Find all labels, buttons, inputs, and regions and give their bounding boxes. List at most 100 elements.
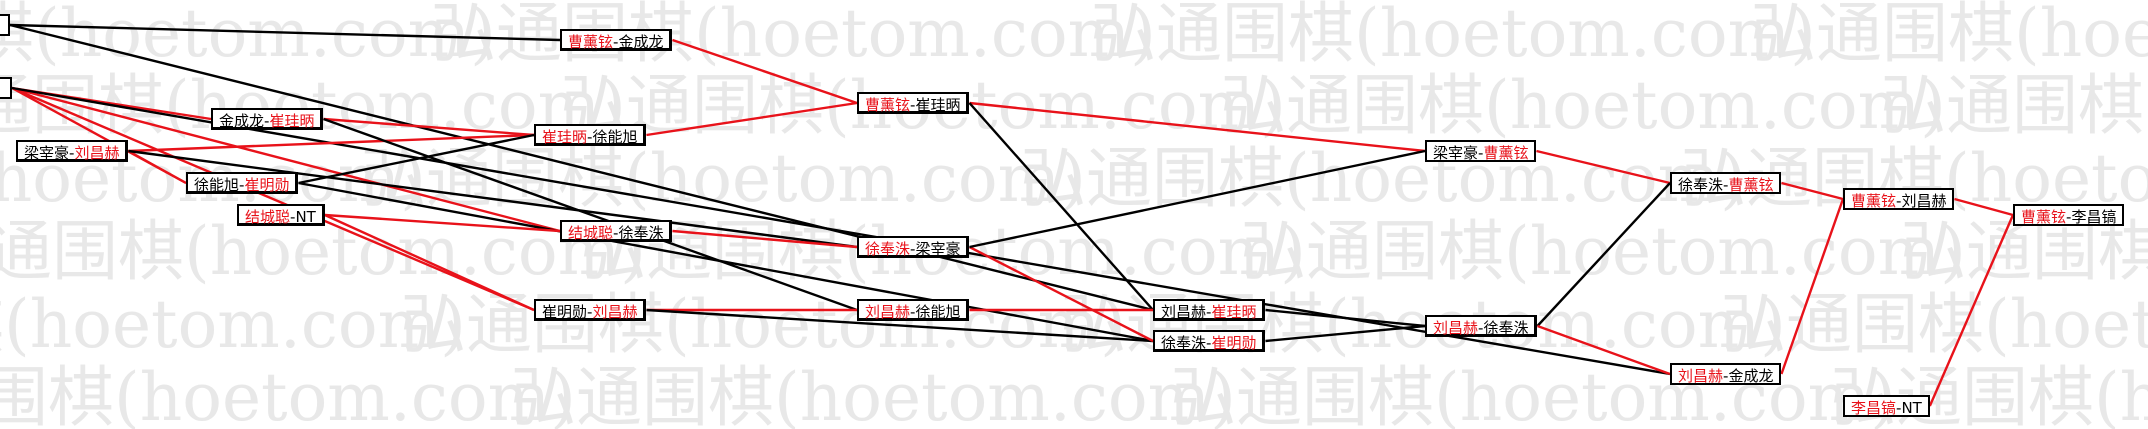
- player-2: 徐能旭: [592, 128, 638, 146]
- player-2: NT: [295, 208, 316, 226]
- match-m_e2: [0, 77, 12, 99]
- watermark-text: 弘通围棋(hoetom.com): [0, 67, 626, 144]
- bracket-line-m_s3-m_t2: [672, 229, 858, 249]
- player-2: 徐奉洙: [618, 224, 664, 242]
- bracket-line-m_x1-m_y: [1954, 197, 2014, 217]
- match-m_t2: 徐奉洙-梁宰豪: [857, 236, 970, 258]
- match-m_s3: 结城聪-徐奉洙: [560, 220, 673, 242]
- watermark-text: 弘通围棋(hoetom.com): [0, 286, 466, 363]
- player-2: NT: [1901, 399, 1922, 417]
- match-m_s4: 崔明勋-刘昌赫: [534, 299, 647, 321]
- match-m_s1: 曹薰铉-金成龙: [560, 29, 673, 51]
- player-1: 徐奉洙: [865, 240, 911, 258]
- player-1: 刘昌赫: [865, 303, 911, 321]
- player-1: 刘昌赫: [1433, 319, 1479, 337]
- player-1: 崔明勋: [542, 303, 588, 321]
- watermark-text: 弘通围棋(hoetom.com): [0, 359, 576, 429]
- player-2: 曹薰铉: [1728, 176, 1774, 194]
- match-m_u1: 刘昌赫-崔珪昞: [1153, 299, 1266, 321]
- match-m_a: 梁宰豪-刘昌赫: [16, 140, 129, 162]
- player-2: 徐奉洙: [1483, 319, 1529, 337]
- match-m_t1: 曹薰铉-崔珪昞: [857, 92, 970, 114]
- bracket-line-m_c-m_s2: [298, 133, 535, 185]
- match-m_w1: 徐奉洙-曹薰铉: [1670, 172, 1782, 194]
- bracket-line-m_t2-m_u2: [968, 245, 1154, 343]
- player-2: 金成龙: [618, 33, 664, 51]
- match-m_y: 曹薰铉-李昌镐: [2013, 204, 2125, 226]
- player-1: 刘昌赫: [1678, 367, 1724, 385]
- bracket-line-m_s2-m_t1: [646, 101, 858, 137]
- watermark-text: 弘通围棋(hoetom.com): [1090, 0, 1816, 72]
- player-2: 金成龙: [1728, 367, 1774, 385]
- player-1: 梁宰豪: [1433, 144, 1479, 162]
- match-m_t3: 刘昌赫-徐能旭: [857, 299, 970, 321]
- bracket-line-m_t2-m_v1: [969, 149, 1426, 249]
- bracket-line-m_t1-m_v1: [969, 101, 1426, 153]
- player-2: 曹薰铉: [1483, 144, 1529, 162]
- bracket-line-m_e1-m_s1: [9, 23, 561, 42]
- watermark-text: 弘通围棋(hoetom.com): [1880, 67, 2148, 144]
- bracket-line-m_c-m_u2: [298, 181, 1154, 343]
- bracket-line-m_s4-m_u2: [646, 308, 1154, 343]
- bracket-line-m_v2-m_w1: [1536, 182, 1671, 327]
- player-2: 崔珪昞: [1211, 303, 1257, 321]
- match-m_b: 金成龙-崔珪昞: [211, 108, 324, 130]
- match-m_s2: 崔珪昞-徐能旭: [534, 124, 647, 146]
- watermark-text: 弘通围棋(hoetom.com): [430, 0, 1156, 72]
- bracket-line-m_e1-m_u1: [9, 23, 1154, 312]
- match-m_c: 徐能旭-崔明勋: [186, 172, 299, 194]
- watermark-text: 弘通围棋(hoetom.com): [1750, 0, 2148, 72]
- bracket-line-m_x2-m_y: [1928, 214, 2015, 407]
- match-m_w2: 刘昌赫-金成龙: [1670, 363, 1782, 385]
- match-m_e1: [0, 14, 10, 36]
- player-2: 梁宰豪: [915, 240, 961, 258]
- watermark-text: 弘通围棋(hoetom.com): [400, 286, 1126, 363]
- watermark-text: 弘通围棋(hoetom.com): [1220, 67, 1946, 144]
- bracket-line-m_a-m_t2: [128, 149, 858, 249]
- player-2: 李昌镐: [2071, 208, 2117, 226]
- bracket-line-m_e2-m_w2: [11, 86, 1671, 376]
- bracket-line-m_w1-m_x1: [1781, 181, 1844, 201]
- player-1: 刘昌赫: [1161, 303, 1207, 321]
- player-2: 刘昌赫: [592, 303, 638, 321]
- match-m_x1: 曹薰铉-刘昌赫: [1843, 188, 1955, 210]
- player-1: 徐奉洙: [1161, 334, 1207, 352]
- watermark-text: 弘通围棋(hoetom.com): [1720, 286, 2148, 363]
- player-1: 金成龙: [219, 112, 265, 130]
- bracket-line-m_e2-m_s4: [11, 86, 535, 312]
- player-1: 梁宰豪: [24, 144, 70, 162]
- player-1: 徐奉洙: [1678, 176, 1724, 194]
- bracket-line-m_e2-m_s3: [11, 86, 561, 233]
- bracket-line-m_u1-m_v2: [1265, 308, 1426, 328]
- bracket-line-m_w2-m_x1: [1780, 198, 1845, 375]
- player-1: 徐能旭: [194, 176, 240, 194]
- watermark-text: 弘通围棋(hoetom.com): [510, 359, 1236, 429]
- player-2: 崔珪昞: [269, 112, 315, 130]
- player-1: 曹薰铉: [2021, 208, 2067, 226]
- match-m_v2: 刘昌赫-徐奉洙: [1425, 315, 1538, 337]
- bracket-line-m_a-m_s2: [128, 133, 535, 153]
- watermark-text: 弘通围棋(hoetom.com): [1240, 213, 1966, 290]
- bracket-line-m_d-m_s4: [324, 213, 535, 312]
- watermark-text: 弘通围棋(hoetom.com): [1020, 140, 1746, 217]
- match-m_x2: 李昌镐-NT: [1843, 395, 1930, 417]
- bracket-line-m_t1-m_u1: [968, 102, 1154, 311]
- bracket-line-m_d-m_s3: [324, 213, 561, 233]
- player-2: 崔明勋: [244, 176, 290, 194]
- player-1: 结城聪: [568, 224, 614, 242]
- watermark-text: 弘通围棋(hoetom.com): [1830, 359, 2148, 429]
- match-m_d: 结城聪-NT: [237, 204, 325, 226]
- player-1: 李昌镐: [1851, 399, 1897, 417]
- bracket-line-m_v2-m_w2: [1537, 324, 1671, 376]
- player-2: 崔明勋: [1211, 334, 1257, 352]
- player-2: 刘昌赫: [1901, 192, 1947, 210]
- player-1: 结城聪: [245, 208, 291, 226]
- bracket-line-m_u2-m_v2: [1265, 324, 1426, 343]
- match-m_v1: 梁宰豪-曹薰铉: [1425, 140, 1537, 162]
- player-2: 刘昌赫: [74, 144, 120, 162]
- watermark-text: 弘通围棋(hoetom.com): [360, 140, 1086, 217]
- player-1: 曹薰铉: [568, 33, 614, 51]
